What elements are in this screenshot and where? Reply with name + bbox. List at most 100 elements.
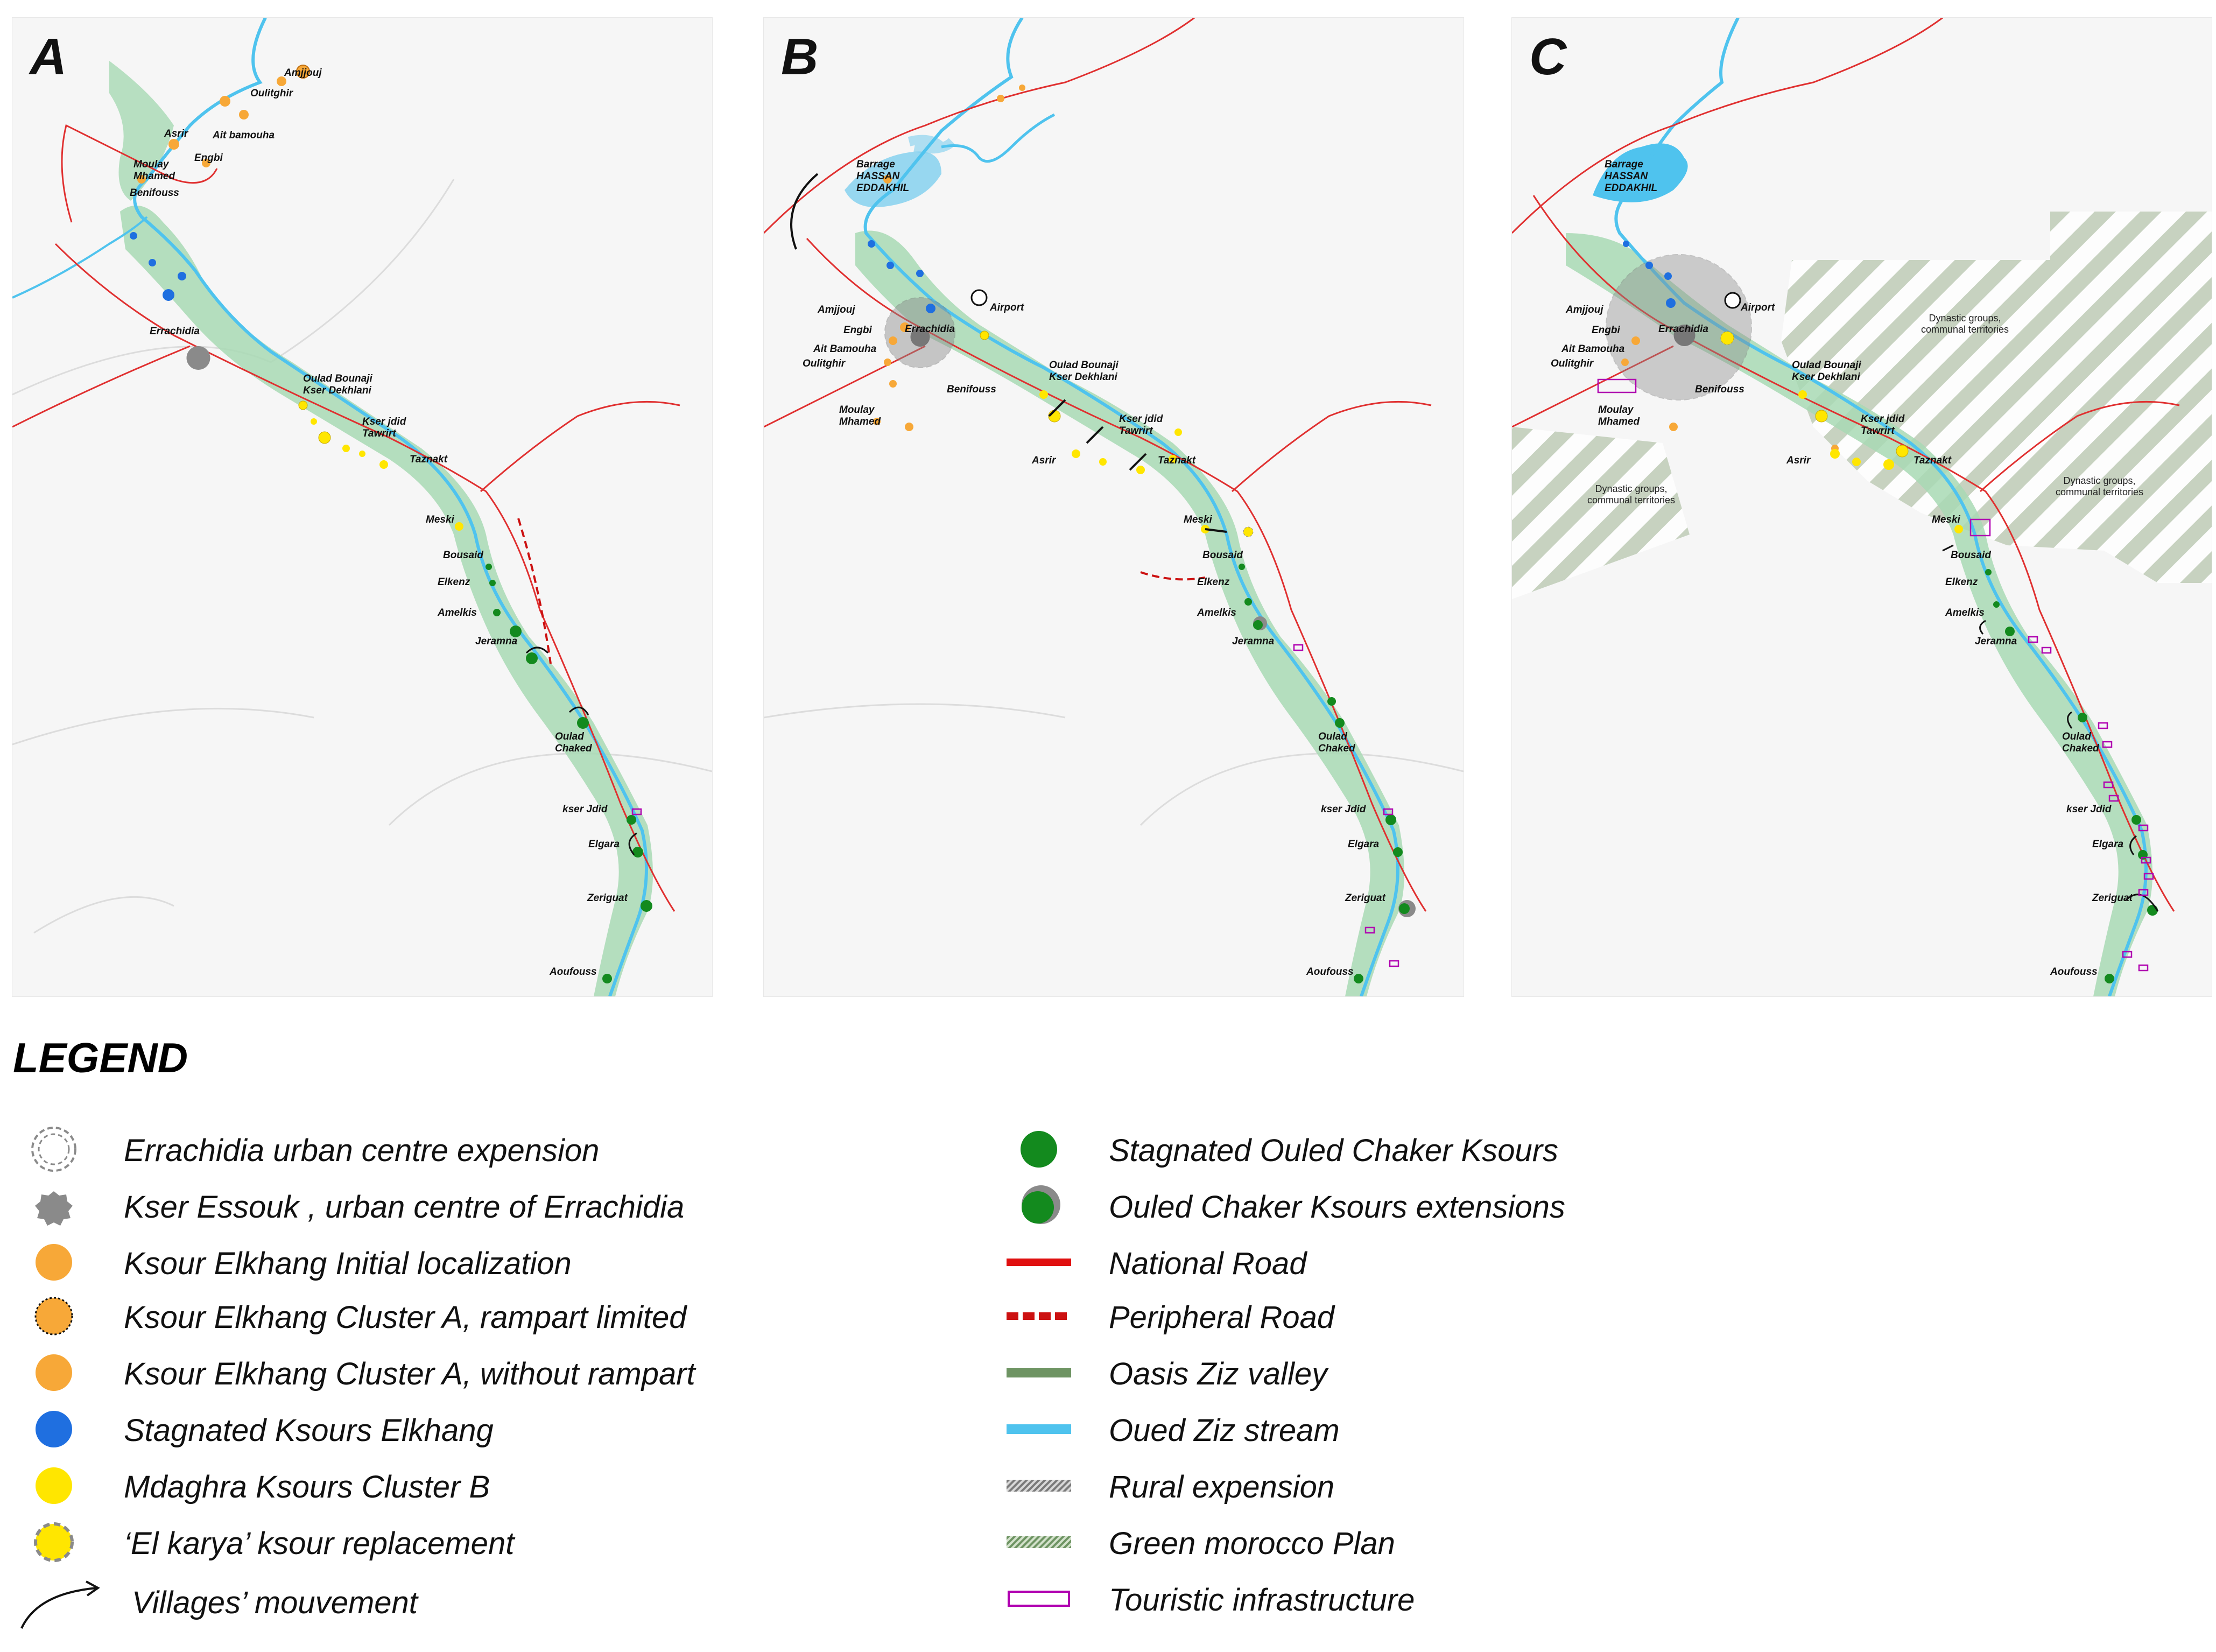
- oasis-valley: [120, 205, 653, 996]
- place-label: Errachidia: [1658, 324, 1708, 335]
- map-b-graphic: [764, 18, 1464, 996]
- village-movement-arrows: [1942, 544, 2159, 912]
- place-label: Meski: [1932, 514, 1960, 525]
- barrage-lake: [845, 151, 941, 207]
- legend-label: Oued Ziz stream: [1109, 1413, 1340, 1448]
- oued-ziz-tributary: [12, 216, 148, 299]
- place-label: Elkenz: [1197, 577, 1230, 588]
- peripheral-road: [517, 518, 552, 664]
- blue-bar-icon: [1007, 1424, 1071, 1434]
- dashed-circle-icon: [31, 1127, 76, 1172]
- place-label: Elkenz: [438, 577, 470, 588]
- legend-label: Villages’ mouvement: [132, 1585, 418, 1620]
- zone-label: Dynastic groups, communal territories: [1921, 313, 2009, 335]
- place-label: Asrir: [1032, 455, 1056, 466]
- legend-item: Stagnated Ksours Elkhang: [16, 1405, 958, 1453]
- place-label: Jeramna: [475, 636, 518, 647]
- legend-item: Stagnated Ouled Chaker Ksours: [1001, 1125, 1943, 1173]
- place-label: Barrage HASSAN EDDAKHIL: [1605, 159, 1658, 194]
- airport-icon: [970, 289, 988, 306]
- place-label: Moulay Mhamed: [133, 159, 175, 182]
- place-label: Barrage HASSAN EDDAKHIL: [856, 159, 910, 194]
- place-label: kser Jdid: [2066, 804, 2112, 815]
- blue-circle-icon: [36, 1411, 72, 1447]
- place-label: Bousaid: [443, 550, 483, 561]
- touristic-infrastructure: [1597, 378, 2154, 972]
- place-label: Jeramna: [1232, 636, 1275, 647]
- place-label: Errachidia: [905, 324, 955, 335]
- place-label: Airport: [1741, 302, 1775, 313]
- legend-label: Peripheral Road: [1109, 1300, 1335, 1335]
- map-a-graphic: [12, 18, 712, 996]
- ksour-orange: [137, 65, 310, 184]
- grey-blob-icon: [35, 1191, 73, 1226]
- place-label: Oulitghir: [1551, 358, 1594, 369]
- legend-item: National Road: [1001, 1238, 1943, 1287]
- legend-label: National Road: [1109, 1246, 1307, 1281]
- faint-roads: [764, 703, 1464, 826]
- place-label: Oulad Chaked: [1318, 731, 1355, 754]
- place-label: Kser jdid Tawrirt: [362, 416, 406, 439]
- legend-item: Villages’ mouvement: [16, 1577, 958, 1629]
- legend-item: Peripheral Road: [1001, 1292, 1943, 1340]
- place-label: Elgara: [1348, 839, 1380, 850]
- ksour-orange: [873, 85, 1025, 431]
- ksour-blue: [1623, 241, 1676, 308]
- legend-item: Rural expension: [1001, 1461, 1943, 1510]
- green-grey-circle-icon: [1022, 1185, 1060, 1224]
- place-label: Jeramna: [1975, 636, 2017, 647]
- legend-item: Mdaghra Ksours Cluster B: [16, 1461, 958, 1510]
- place-label: Moulay Mhamed: [1598, 404, 1640, 427]
- red-dashed-line-icon: [1007, 1312, 1071, 1320]
- legend-label: Stagnated Ksours Elkhang: [124, 1413, 494, 1448]
- oued-ziz-stream: [863, 18, 1399, 996]
- legend-label: Ksour Elkhang Cluster A, rampart limited: [124, 1300, 687, 1335]
- touristic-infrastructure: [631, 808, 642, 816]
- national-road-west: [764, 345, 926, 428]
- green-circle-icon: [1021, 1131, 1057, 1168]
- place-label: Oulad Bounaji Kser Dekhlani: [303, 373, 372, 396]
- village-movement-arrows: [525, 646, 637, 855]
- place-label: Zeriguat: [1345, 892, 1385, 904]
- place-label: Taznakt: [410, 454, 448, 465]
- legend-item: Touristic infrastructure: [1001, 1574, 1943, 1623]
- place-label: Meski: [426, 514, 454, 525]
- legend-title: LEGEND: [13, 1034, 188, 1081]
- touristic-infrastructure: [1293, 644, 1399, 967]
- place-label: Aoufouss: [2050, 966, 2098, 978]
- zone-label: Dynastic groups, communal territories: [1587, 483, 1676, 505]
- legend-item: Oued Ziz stream: [1001, 1405, 1943, 1453]
- place-label: Airport: [990, 302, 1024, 313]
- place-label: Taznakt: [1914, 455, 1952, 466]
- legend-label: Ksour Elkhang Cluster A, without rampart: [124, 1356, 695, 1391]
- place-label: Oulad Chaked: [2062, 731, 2099, 754]
- national-road-upper: [61, 124, 218, 223]
- national-road-branch: [12, 345, 191, 428]
- ksour-yellow: [1720, 331, 1963, 533]
- place-label: Benifouss: [947, 384, 996, 395]
- place-label: Amjjouj: [1566, 304, 1603, 315]
- village-movement-arrows: [790, 173, 1227, 533]
- zone-label: Dynastic groups, communal territories: [2056, 475, 2144, 497]
- oued-ziz-upper: [941, 113, 1056, 163]
- national-road: [764, 18, 1195, 234]
- place-label: Oulitghir: [250, 88, 293, 99]
- place-label: Kser jdid Tawrirt: [1861, 413, 1905, 437]
- legend-item: Oasis Ziz valley: [1001, 1348, 1943, 1397]
- ksour-green: [1239, 564, 1416, 983]
- place-label: Zeriguat: [2092, 892, 2133, 904]
- legend-label: Green morocco Plan: [1109, 1526, 1395, 1561]
- place-label: Ait bamouha: [213, 130, 275, 141]
- yellow-circle-icon: [36, 1467, 72, 1504]
- place-label: Engbi: [1592, 325, 1620, 336]
- ksour-yellow: [298, 400, 463, 531]
- map-panel-a: A Amjjouj Oulitghir Asrir Ait bamouha En…: [12, 17, 713, 997]
- orange-dotted-circle-icon: [34, 1297, 73, 1335]
- ksour-green: [486, 564, 652, 983]
- place-label: Asrir: [164, 128, 188, 139]
- legend-label: Kser Essouk , urban centre of Errachidia: [124, 1190, 685, 1225]
- legend-label: ‘El karya’ ksour replacement: [124, 1526, 515, 1561]
- place-label: Kser jdid Tawrirt: [1119, 413, 1163, 437]
- place-label: Amjjouj: [284, 67, 322, 79]
- map-c-graphic: [1512, 18, 2212, 996]
